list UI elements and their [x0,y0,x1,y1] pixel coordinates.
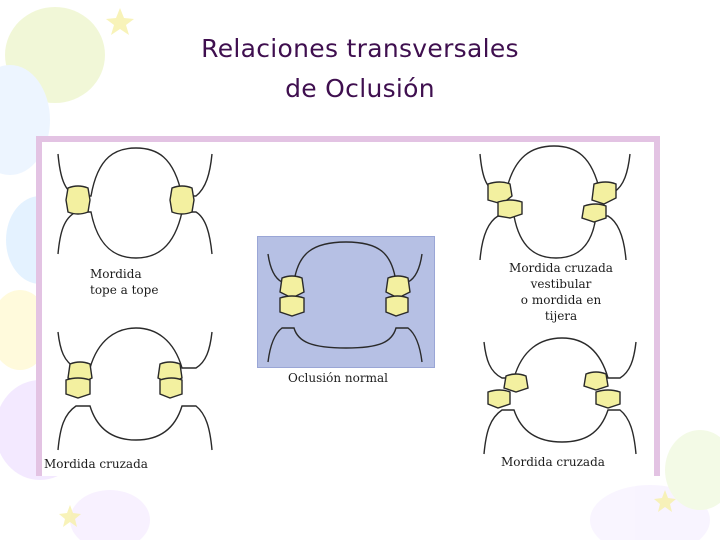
caption-line: o mordida en [520,293,602,307]
title-line-2: de Oclusión [285,74,435,103]
caption-line: Mordida cruzada [509,261,613,275]
figure-frame [36,136,660,476]
occlusion-figure: Mordida tope a tope Mordida cruzada vest… [36,136,660,476]
teeth-drawings [57,145,637,455]
diagram-edge-to-edge [57,147,213,259]
title-line-1: Relaciones transversales [201,34,519,63]
caption-crossbite: Mordida cruzada [501,455,605,469]
diagram-normal-occlusion [267,241,423,363]
caption-line: tope a tope [90,283,159,297]
caption-crossbite-lingual: Mordida cruzada [44,457,148,471]
diagram-crossbite-lingual [57,327,213,451]
diagram-scissor-bite [479,145,631,261]
caption-edge-to-edge: Mordida tope a tope [90,266,158,298]
caption-scissor-bite: Mordida cruzada vestibular o mordida en … [491,260,631,324]
caption-normal-occlusion: Oclusión normal [288,371,388,385]
caption-line: vestibular [530,277,592,291]
caption-line: tijera [544,309,578,323]
diagram-crossbite [483,337,637,455]
caption-line: Mordida [90,267,142,281]
